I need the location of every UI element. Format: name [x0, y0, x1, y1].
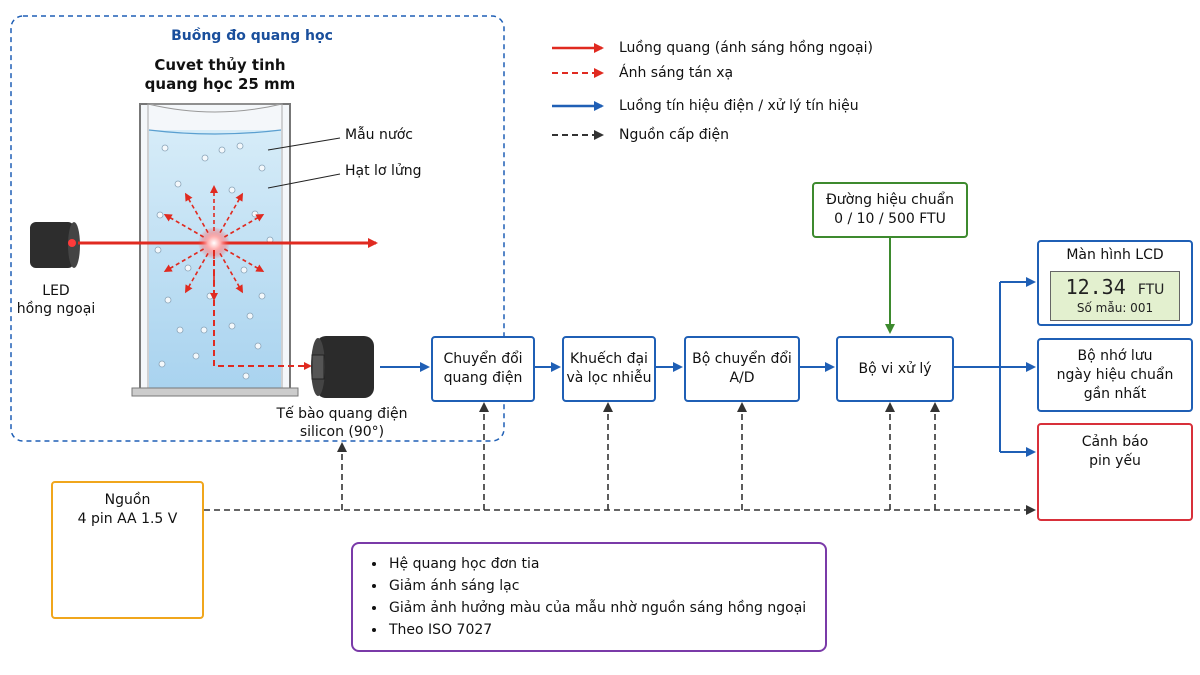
- photocell-label-line-1: Tế bào quang điện: [276, 406, 408, 422]
- particle: [154, 246, 162, 254]
- led-label: LED hồng ngoại: [6, 282, 106, 318]
- legend-swatches: [552, 43, 604, 140]
- note-item: Hệ quang học đơn tia: [387, 553, 806, 575]
- cuvette-title: Cuvet thủy tinh quang học 25 mm: [130, 56, 310, 94]
- amplifier-line-1: Khuếch đại: [570, 351, 648, 367]
- led-label-line-1: LED: [42, 283, 70, 299]
- lcd-sample-number: Số mẫu: 001: [1076, 301, 1154, 315]
- converter-line-1: Chuyển đổi: [443, 351, 523, 367]
- photoelectric-converter-block: Chuyển đổi quang điện: [431, 336, 535, 402]
- particle: [200, 326, 208, 334]
- particle: [254, 342, 262, 350]
- legend-signal: Luồng tín hiệu điện / xử lý tín hiệu: [619, 98, 859, 114]
- scatter-ray: [163, 248, 205, 272]
- memory-line-3: gần nhất: [1083, 385, 1147, 402]
- lcd-value: 12.34: [1065, 275, 1126, 299]
- led-label-line-2: hồng ngoại: [16, 301, 96, 317]
- water-pointer: [267, 137, 341, 151]
- warning-line-1: Cảnh báo: [1081, 434, 1149, 450]
- legend-optical: Luồng quang (ánh sáng hồng ngoại): [619, 40, 873, 56]
- note-item: Giảm ánh sáng lạc: [387, 575, 806, 597]
- particle: [161, 144, 169, 152]
- particles-label: Hạt lơ lửng: [345, 163, 422, 179]
- legend-scatter: Ánh sáng tán xạ: [619, 65, 734, 81]
- scatter-ray: [219, 252, 243, 294]
- scatter-ray: [185, 252, 209, 294]
- signal-flow: [380, 277, 1036, 457]
- particle: [258, 164, 266, 172]
- lcd-screen: 12.34 FTU Số mẫu: 001: [1050, 270, 1180, 321]
- memory-line-2: ngày hiệu chuẩn: [1056, 366, 1174, 383]
- adc-line-1: Bộ chuyển đổi: [692, 351, 792, 367]
- particle: [218, 146, 226, 154]
- photocell-label: Tế bào quang điện silicon (90°): [272, 405, 412, 441]
- legend-power: Nguồn cấp điện: [619, 127, 729, 143]
- amplifier-line-2: và lọc nhiễu: [566, 370, 652, 386]
- cuvette-title-line-2: quang học 25 mm: [144, 75, 296, 93]
- particle: [174, 180, 182, 188]
- scatter-ray: [223, 214, 265, 238]
- particle: [228, 186, 236, 194]
- lcd-reading: 12.34 FTU: [1066, 276, 1165, 301]
- power-supply-block: Nguồn 4 pin AA 1.5 V: [51, 481, 204, 619]
- scatter-ray: [219, 192, 243, 234]
- calibration-line-1: Đường hiệu chuẩn: [825, 192, 955, 208]
- particle: [242, 372, 250, 380]
- particle: [246, 312, 254, 320]
- particle: [206, 292, 214, 300]
- note-item: Theo ISO 7027: [387, 619, 806, 641]
- particle: [251, 210, 259, 218]
- adc-line-2: A/D: [729, 370, 755, 386]
- particle: [164, 296, 172, 304]
- memory-line-1: Bộ nhớ lưu: [1077, 347, 1153, 364]
- calibration-curve-block: Đường hiệu chuẩn 0 / 10 / 500 FTU: [812, 182, 968, 238]
- particle: [236, 142, 244, 150]
- optical-chamber-border: [10, 15, 505, 442]
- notes-box: Hệ quang học đơn tia Giảm ánh sáng lạc G…: [351, 542, 827, 652]
- photocell: [311, 336, 374, 398]
- photocell-label-line-2: silicon (90°): [299, 424, 385, 440]
- lcd-title: Màn hình LCD: [1066, 246, 1164, 263]
- low-battery-warning-block: Cảnh báo pin yếu: [1037, 423, 1193, 521]
- power-line-2: 4 pin AA 1.5 V: [77, 511, 178, 527]
- particle: [192, 352, 200, 360]
- warning-line-2: pin yếu: [1089, 453, 1141, 469]
- led-emitter: [30, 222, 80, 268]
- scatter-ray: [185, 192, 209, 234]
- particle: [184, 264, 192, 272]
- amplifier-filter-block: Khuếch đại và lọc nhiễu: [562, 336, 656, 402]
- scatter-ray: [163, 214, 205, 238]
- mcu-label: Bộ vi xử lý: [858, 360, 932, 377]
- microprocessor-block: Bộ vi xử lý: [836, 336, 954, 402]
- particle: [228, 322, 236, 330]
- adc-block: Bộ chuyển đổi A/D: [684, 336, 800, 402]
- scattered-path: [213, 250, 312, 370]
- lcd-unit: FTU: [1137, 282, 1165, 298]
- scatter-ray: [223, 248, 265, 272]
- cuvette-title-line-1: Cuvet thủy tinh: [154, 56, 286, 74]
- power-line-1: Nguồn: [104, 492, 151, 508]
- converter-line-2: quang điện: [443, 370, 523, 386]
- note-item: Giảm ảnh hưởng màu của mẫu nhờ nguồn sán…: [387, 597, 806, 619]
- particle: [201, 154, 209, 162]
- particle: [176, 326, 184, 334]
- scattered-light: [163, 185, 265, 301]
- particle: [258, 292, 266, 300]
- optical-chamber-title: Buồng đo quang học: [171, 28, 333, 44]
- water-sample-label: Mẫu nước: [345, 127, 413, 143]
- power-lines: [204, 402, 1036, 515]
- particle: [240, 266, 248, 274]
- memory-block: Bộ nhớ lưu ngày hiệu chuẩn gần nhất: [1037, 338, 1193, 412]
- lcd-display-block: Màn hình LCD 12.34 FTU Số mẫu: 001: [1037, 240, 1193, 326]
- notes-list: Hệ quang học đơn tia Giảm ánh sáng lạc G…: [367, 553, 806, 641]
- particles-pointer: [267, 173, 341, 189]
- calibration-line-2: 0 / 10 / 500 FTU: [834, 211, 946, 227]
- particle: [156, 211, 164, 219]
- particle: [158, 360, 166, 368]
